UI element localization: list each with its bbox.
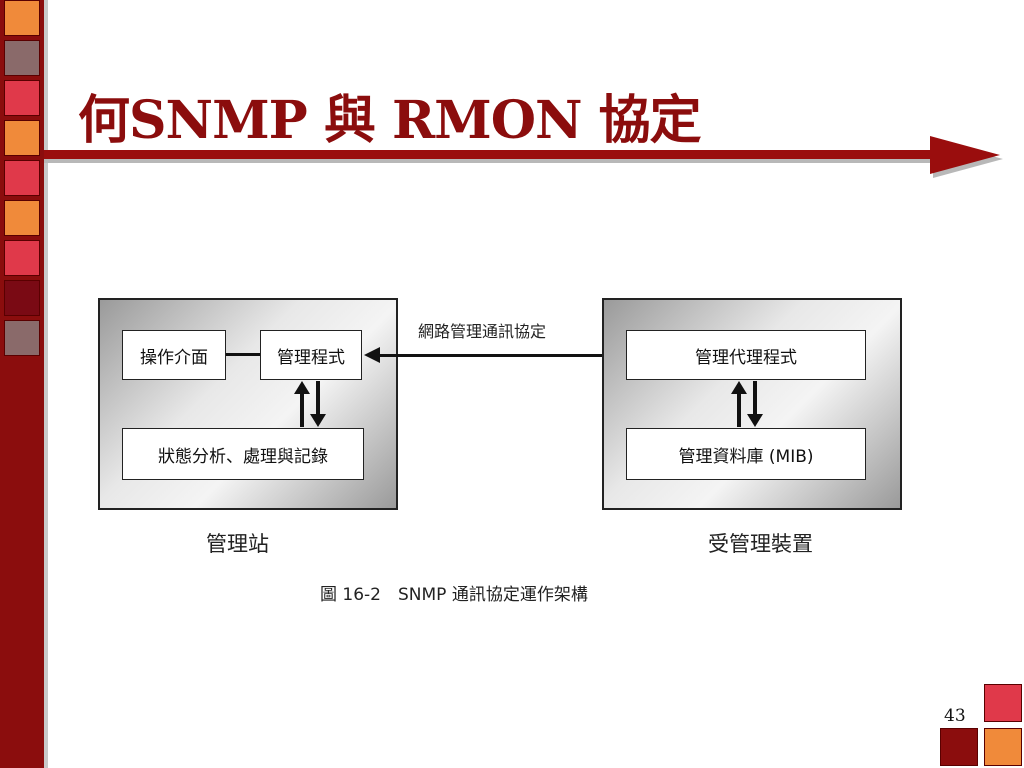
agent-box: 管理代理程式 [626,330,866,380]
up-arrow-shaft [300,393,304,427]
mib-box: 管理資料庫 (MIB) [626,428,866,480]
slide-title: 何SNMP 與 RMON 協定 [78,90,702,151]
down-arrow-icon [747,414,763,427]
analysis-box: 狀態分析、處理與記錄 [122,428,364,480]
ui-box: 操作介面 [122,330,226,380]
decor-square [4,40,40,76]
down-arrow-shaft [316,381,320,415]
protocol-label: 網路管理通訊協定 [418,322,547,341]
decor-square [4,240,40,276]
decor-square [4,120,40,156]
down-arrow-icon [310,414,326,427]
protocol-arrow-shaft [378,354,614,357]
decor-square [4,320,40,356]
left-arrow-icon [364,347,380,363]
up-arrow-icon [731,381,747,394]
down-arrow-shaft [753,381,757,415]
title-arrow-icon [930,136,1000,174]
decor-square [984,684,1022,722]
up-arrow-shaft [737,393,741,427]
decor-square [940,728,978,766]
title-underline [44,150,944,159]
ui-program-connector [226,353,260,356]
decor-square [4,280,40,316]
managed-device-caption: 受管理裝置 [708,532,813,556]
page-number: 43 [944,706,966,726]
decor-square [4,160,40,196]
decor-square [4,80,40,116]
decor-square [4,0,40,36]
management-station-caption: 管理站 [206,532,269,556]
left-decor-stripe [44,0,48,768]
up-arrow-icon [294,381,310,394]
figure-caption: 圖 16-2 SNMP 通訊協定運作架構 [320,585,588,605]
decor-square [984,728,1022,766]
decor-square [4,200,40,236]
program-box: 管理程式 [260,330,362,380]
